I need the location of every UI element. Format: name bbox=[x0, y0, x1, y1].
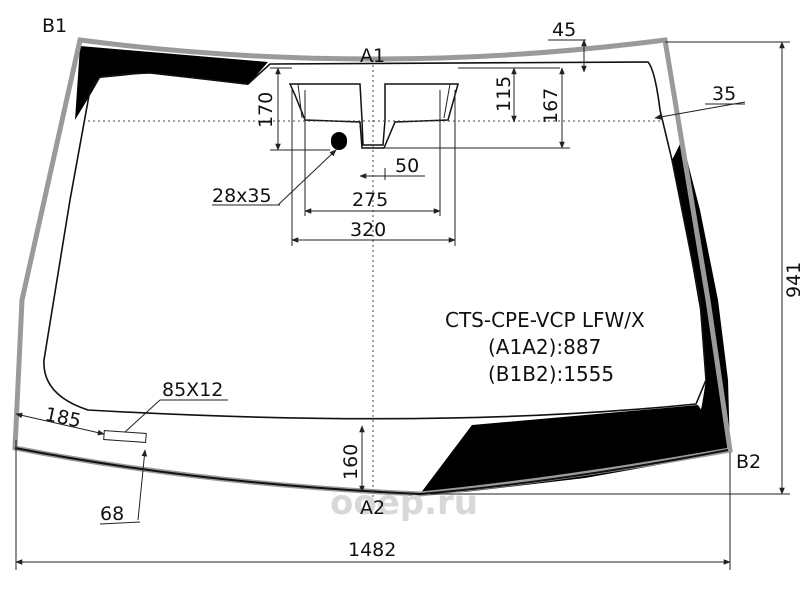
dim-167: 167 bbox=[540, 88, 562, 124]
bracket-inner bbox=[297, 83, 451, 119]
dim-185: 185 bbox=[43, 403, 83, 432]
dim-35: 35 bbox=[712, 83, 736, 105]
dim-68: 68 bbox=[100, 503, 124, 525]
dim-941: 941 bbox=[783, 262, 800, 298]
watermark: ooep.ru bbox=[330, 483, 478, 523]
spec-a1a2: (A1A2):887 bbox=[488, 335, 601, 359]
bottom-edge-line bbox=[14, 447, 729, 496]
dim-275: 275 bbox=[352, 189, 388, 211]
bottom-right-black-band bbox=[420, 405, 730, 494]
right-black-band bbox=[672, 140, 730, 455]
label-a2: A2 bbox=[360, 497, 385, 519]
label-b1: B1 bbox=[42, 15, 67, 37]
glass-inner-edge bbox=[43, 61, 707, 420]
dim-160: 160 bbox=[340, 444, 362, 480]
dim-28x35: 28x35 bbox=[212, 185, 272, 207]
dim-45: 45 bbox=[552, 19, 576, 41]
spec-b1b2: (B1B2):1555 bbox=[488, 362, 614, 386]
dim-170: 170 bbox=[255, 92, 277, 128]
top-left-black-band bbox=[75, 46, 268, 120]
sensor-bracket bbox=[288, 83, 459, 149]
dim-115: 115 bbox=[493, 76, 515, 112]
mounting-hole bbox=[331, 132, 347, 150]
dim-320: 320 bbox=[350, 219, 386, 241]
spec-code: CTS-CPE-VCP LFW/X bbox=[445, 308, 645, 332]
dim-85x12: 85X12 bbox=[162, 379, 223, 401]
label-a1: A1 bbox=[360, 45, 385, 67]
bottom-label-box bbox=[103, 430, 147, 443]
label-b2: B2 bbox=[736, 451, 761, 473]
dim-1482: 1482 bbox=[348, 539, 396, 561]
dim-50: 50 bbox=[395, 155, 419, 177]
